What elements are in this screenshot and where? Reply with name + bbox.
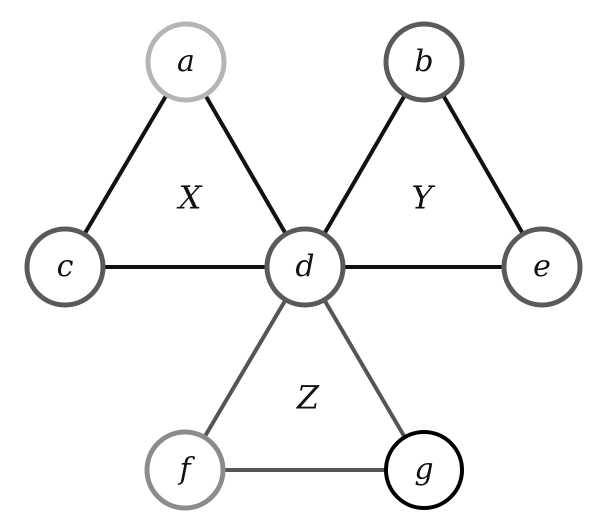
node-circle — [384, 430, 464, 510]
node-label: c — [57, 249, 74, 284]
nodes-layer: a b c d e f g — [24, 21, 583, 511]
node-circle — [501, 226, 583, 308]
node-circle — [144, 429, 226, 511]
node-b: b — [383, 21, 465, 103]
node-circle — [145, 21, 227, 103]
node-d: d — [264, 226, 346, 308]
node-e: e — [501, 226, 583, 308]
node-circle — [383, 21, 465, 103]
node-label: e — [533, 249, 551, 284]
node-a: a — [145, 21, 227, 103]
node-label: b — [414, 44, 433, 79]
node-label: d — [295, 249, 314, 284]
region-label-Y: Y — [411, 179, 435, 217]
node-circle — [24, 226, 106, 308]
node-c: c — [24, 226, 106, 308]
node-f: f — [144, 429, 226, 511]
regions-layer: X Y Z — [176, 179, 436, 417]
node-g: g — [384, 430, 464, 510]
region-label-Z: Z — [296, 379, 320, 417]
node-label: g — [414, 452, 433, 487]
region-label-X: X — [176, 179, 203, 217]
node-label: a — [177, 44, 195, 79]
node-circle — [264, 226, 346, 308]
